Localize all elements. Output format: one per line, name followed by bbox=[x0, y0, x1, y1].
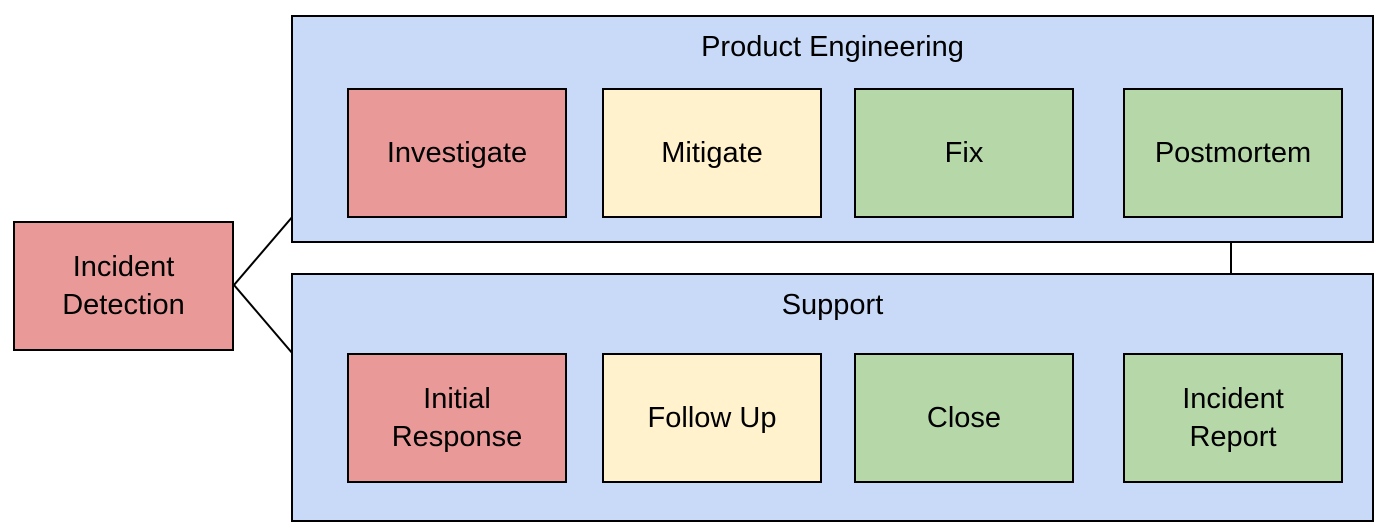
node-mitigate: Mitigate bbox=[602, 88, 822, 218]
node-incident-detection: Incident Detection bbox=[13, 221, 234, 351]
lane-product-engineering: Product Engineering Investigate Mitigate… bbox=[291, 15, 1374, 243]
node-follow-up: Follow Up bbox=[602, 353, 822, 483]
node-postmortem: Postmortem bbox=[1123, 88, 1343, 218]
node-initial-response: Initial Response bbox=[347, 353, 567, 483]
node-incident-report: Incident Report bbox=[1123, 353, 1343, 483]
node-investigate: Investigate bbox=[347, 88, 567, 218]
lane-title-support: Support bbox=[781, 289, 884, 321]
lane-title-product-engineering: Product Engineering bbox=[701, 31, 964, 63]
node-fix: Fix bbox=[854, 88, 1074, 218]
node-close: Close bbox=[854, 353, 1074, 483]
lane-support: Support Initial Response Follow Up Close… bbox=[291, 273, 1374, 522]
